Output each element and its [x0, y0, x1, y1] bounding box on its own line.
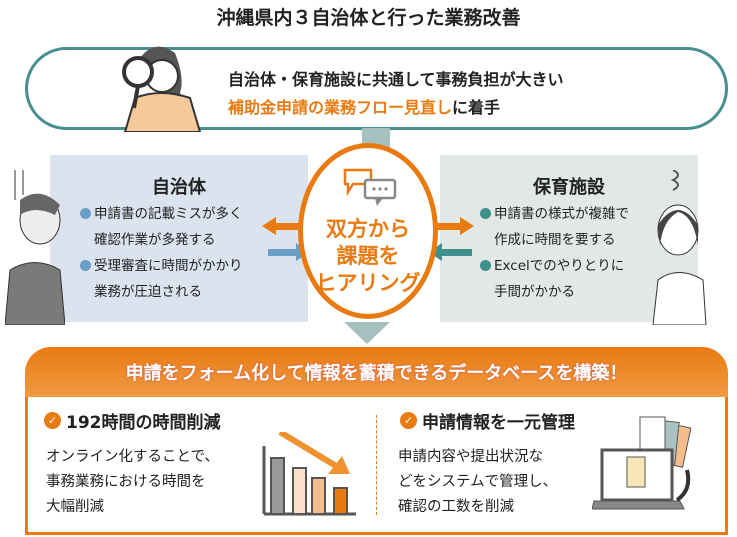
divider — [376, 415, 377, 515]
hearing-circle — [298, 143, 438, 319]
check-icon: ✓ — [44, 412, 61, 429]
bullet-text: 受理審査に時間がかかり — [94, 258, 243, 274]
top-banner-line1: 自治体・保育施設に共通して事務負担が大きい — [228, 70, 564, 89]
results-box — [25, 380, 728, 535]
check-icon: ✓ — [400, 412, 417, 429]
bullet-icon — [80, 260, 91, 271]
bullet-icon — [480, 260, 491, 271]
bullet-icon — [80, 208, 91, 219]
result-heading: 申請情報を一元管理 — [422, 413, 575, 433]
panel-municipality: 自治体 申請書の記載ミスが多く 確認作業が多発する 受理審査に時間がかかり 業務… — [50, 155, 308, 322]
result-body-line: オンライン化することで、 — [46, 449, 219, 465]
result-body-line: 大幅削減 — [46, 499, 104, 515]
panel-title: 自治体 — [152, 177, 206, 198]
top-banner-rest: に着手 — [452, 98, 501, 117]
down-arrow-icon — [344, 322, 390, 344]
bullet-text: Excelでのやりとりに — [494, 258, 625, 274]
bullet-icon — [480, 208, 491, 219]
result-body-line: 申請内容や提出状況な — [398, 449, 543, 465]
top-banner-highlight: 補助金申請の業務フロー見直し — [228, 98, 453, 117]
panel-nursery: 保育施設 申請書の様式が複雑で 作成に時間を要する Excelでのやりとりに 手… — [440, 155, 698, 322]
bullet-text: 確認作業が多発する — [94, 232, 216, 248]
page-title: 沖縄県内３自治体と行った業務改善 — [216, 7, 521, 29]
result-body-line: 確認の工数を削減 — [398, 499, 514, 515]
result-banner — [25, 347, 728, 397]
woman-thinking-icon — [652, 170, 707, 325]
result-body-line: どをシステムで管理し、 — [398, 474, 558, 490]
decreasing-bar-chart-icon — [262, 432, 356, 516]
bullet-text: 申請書の様式が複雑で — [494, 206, 629, 222]
bullet-text: 作成に時間を要する — [494, 232, 616, 248]
center-line: ヒアリング — [315, 271, 421, 295]
result-body-line: 事務業務における時間を — [46, 474, 206, 490]
arrow-right-orange-icon — [430, 217, 474, 235]
panel-title: 保育施設 — [533, 177, 605, 198]
laptop-documents-icon — [592, 416, 692, 510]
arrow-left-orange-icon — [262, 217, 308, 235]
bullet-text: 申請書の記載ミスが多く — [94, 206, 243, 222]
result-heading: 192時間の時間削減 — [66, 413, 221, 433]
bullet-text: 手間がかかる — [494, 284, 575, 300]
center-line: 双方から — [326, 217, 410, 241]
chat-bubbles-icon — [343, 168, 397, 206]
man-thinking-icon — [5, 170, 65, 325]
result-banner-text: 申請をフォーム化して情報を蓄積できるデータベースを構築！ — [125, 363, 628, 384]
center-line: 課題を — [336, 244, 400, 268]
bullet-text: 業務が圧迫される — [94, 284, 202, 300]
woman-with-magnifier-icon — [122, 46, 202, 132]
